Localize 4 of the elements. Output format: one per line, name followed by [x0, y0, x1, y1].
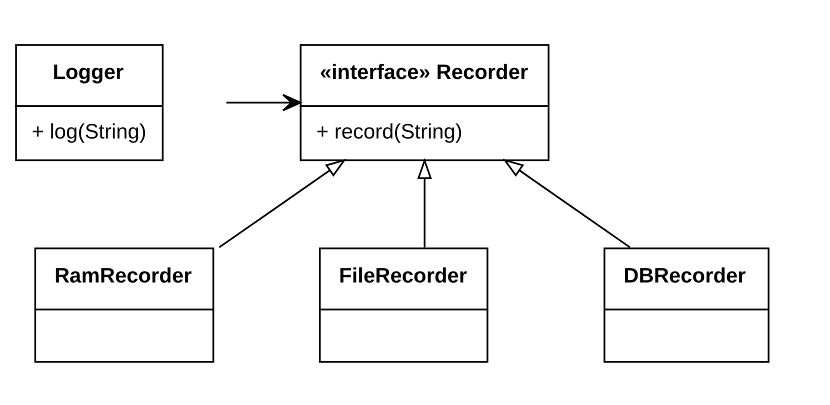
arrow	[417, 158, 432, 247]
arrow	[226, 93, 302, 111]
arrow	[218, 158, 346, 248]
arrow	[502, 158, 630, 248]
